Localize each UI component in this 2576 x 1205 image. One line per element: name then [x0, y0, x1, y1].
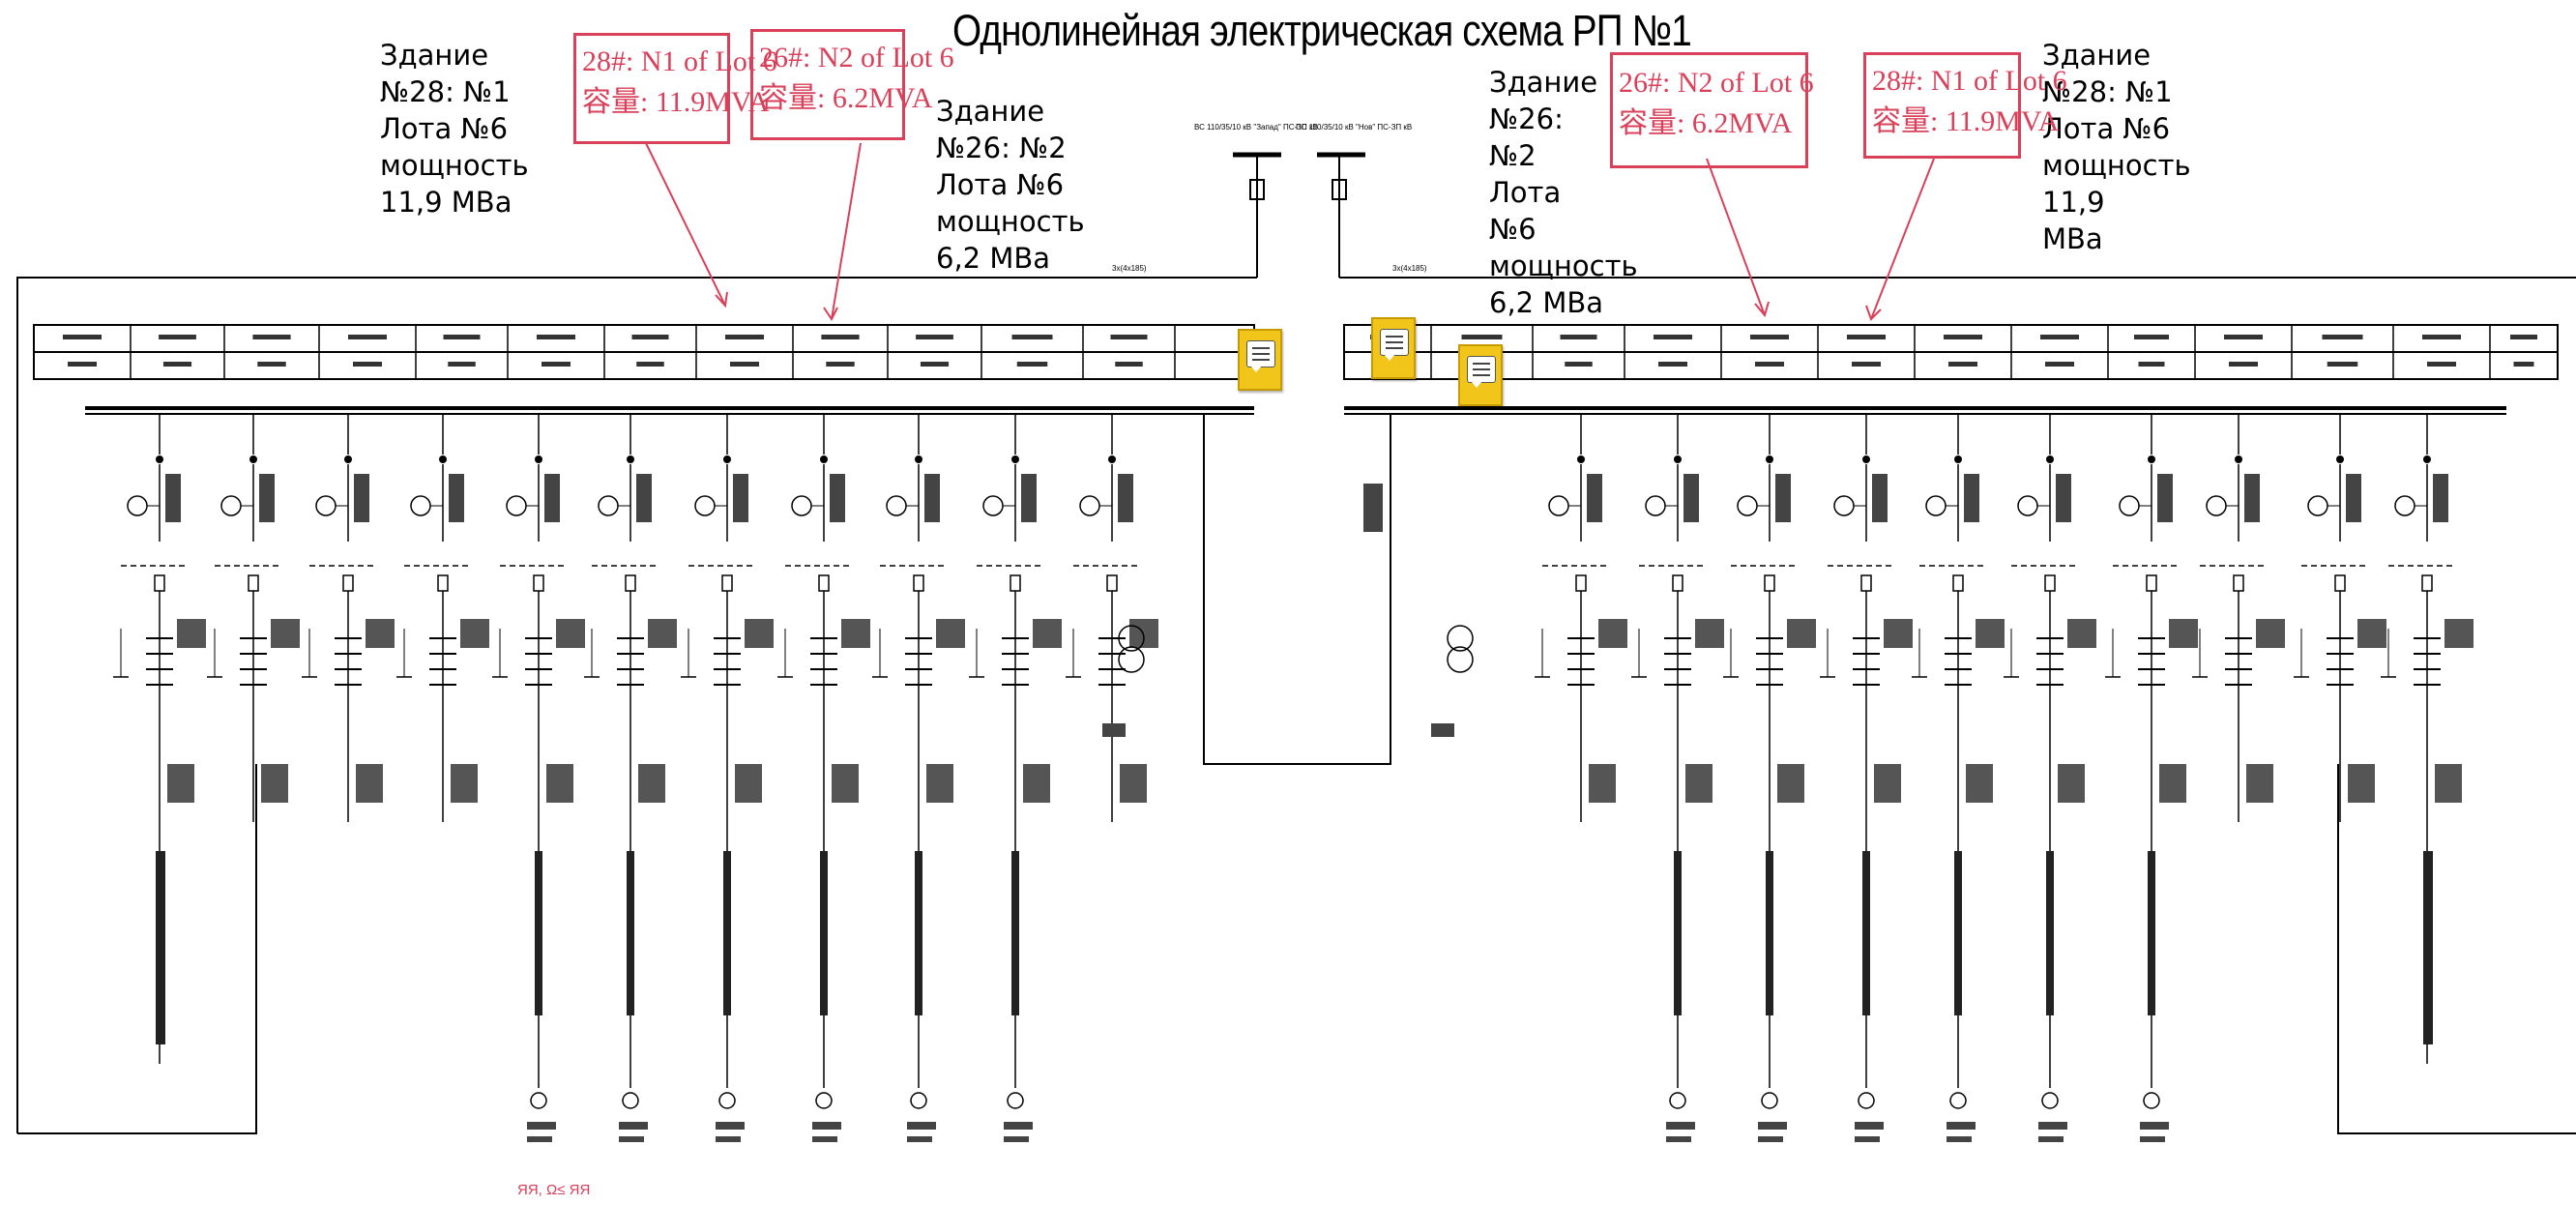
red-label-line: 26#: N2 of Lot 6	[759, 42, 954, 73]
red-label-lot6-n2-right: 26#: N2 of Lot 6 容量: 6.2MVA	[1610, 52, 1814, 168]
diagram-title: Однолинейная электрическая схема РП №1	[952, 6, 1692, 55]
red-label-line: 容量: 11.9MVA	[1872, 105, 2060, 137]
red-label-line: 28#: N1 of Lot 6	[1872, 65, 2067, 97]
comment-note-icon[interactable]	[1371, 317, 1416, 379]
red-label-line: 28#: N1 of Lot 6	[582, 45, 777, 77]
top-labels: ВС 110/35/10 кВ "Запад" ПС-ЗП кВ ПС 110/…	[1112, 123, 1427, 273]
red-label-line: 26#: N2 of Lot 6	[1619, 67, 1814, 99]
red-annotation-bottom-left: ЯЯ, Ω≤ ЯЯ	[517, 1182, 591, 1198]
svg-text:3x(4x185): 3x(4x185)	[1112, 264, 1147, 273]
red-label-line: 容量: 11.9MVA	[582, 86, 770, 118]
note-right-building-26: Здание №26: №2 Лота №6 мощность 6,2 МВа	[1489, 66, 1638, 319]
note-left-building-28: Здание №28: №1 Лота №6 мощность 11,9 МВа	[380, 39, 529, 219]
switchgear-frame	[16, 152, 2576, 1134]
comment-note-icon[interactable]	[1238, 329, 1282, 391]
svg-text:ПС 110/35/10 кВ "Нов" ПС-ЗП кВ: ПС 110/35/10 кВ "Нов" ПС-ЗП кВ	[1296, 123, 1412, 132]
comment-note-icon[interactable]	[1458, 344, 1503, 406]
note-left-building-26: Здание №26: №2 Лота №6 мощность 6,2 МВа	[936, 95, 1085, 275]
red-label-lot6-n1-left: 28#: N1 of Lot 6 容量: 11.9MVA	[573, 33, 777, 144]
red-label-lot6-n2-left: 26#: N2 of Lot 6 容量: 6.2MVA	[750, 29, 954, 140]
note-right-building-28: Здание №28: №1 Лота №6 мощность 11,9 МВа	[2042, 39, 2191, 255]
feeder-cells	[33, 325, 2559, 1142]
red-label-line: 容量: 6.2MVA	[1619, 107, 1793, 139]
red-label-line: 容量: 6.2MVA	[759, 82, 933, 114]
svg-text:3x(4x185): 3x(4x185)	[1392, 264, 1427, 273]
svg-text:ВС 110/35/10 кВ "Запад" ПС-ЗП: ВС 110/35/10 кВ "Запад" ПС-ЗП кВ	[1194, 123, 1318, 132]
red-label-lot6-n1-right: 28#: N1 of Lot 6 容量: 11.9MVA	[1863, 52, 2067, 159]
red-arrows	[645, 142, 1935, 321]
